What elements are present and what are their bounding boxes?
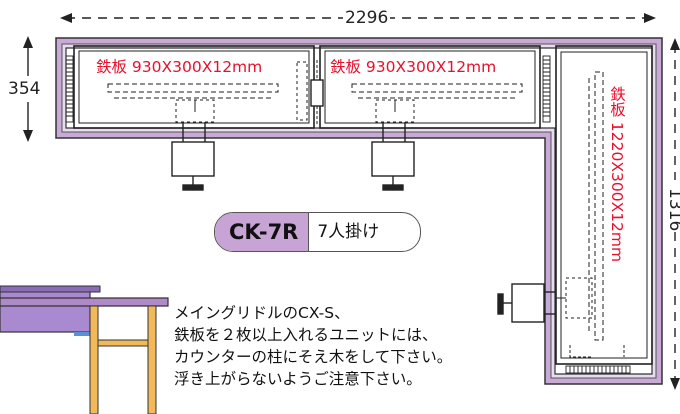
stool-right [497, 283, 556, 323]
plate-label-center: 鉄板 930X300X12mm [330, 58, 497, 76]
vent-grille-center [542, 55, 551, 123]
plate-label-right: 鉄板 1220X300X12mm [608, 86, 626, 263]
installation-notes: メイングリドルのCX-S、 鉄板を２枚以上入れるユニットには、 カウンターの柱に… [174, 302, 452, 390]
side-dimension-label: 1316 [665, 188, 680, 232]
width-dimension-label: 2296 [343, 8, 391, 28]
unit-connector [310, 60, 324, 124]
note-line: 鉄板を２枚以上入れるユニットには、 [174, 326, 438, 344]
plate-label-left: 鉄板 930X300X12mm [96, 58, 263, 76]
stool-left [171, 122, 215, 191]
support-wood-illustration [0, 285, 169, 414]
model-name: CK-7R [215, 213, 310, 251]
right-griddle-unit [555, 45, 653, 365]
depth-dimension-line [23, 36, 33, 142]
side-dimension-line [670, 38, 680, 390]
seating-capacity: 7人掛け [317, 222, 380, 242]
vent-grille-left [65, 55, 74, 123]
depth-dimension-label: 354 [8, 79, 41, 99]
stool-center [371, 122, 415, 191]
note-line: メイングリドルのCX-S、 [174, 304, 350, 322]
vent-grille-bottom [565, 365, 631, 374]
note-line: 浮き上がらないようご注意下さい。 [174, 370, 422, 388]
note-line: カウンターの柱にそえ木をして下さい。 [174, 348, 453, 366]
model-badge: CK-7R 7人掛け [214, 212, 421, 252]
